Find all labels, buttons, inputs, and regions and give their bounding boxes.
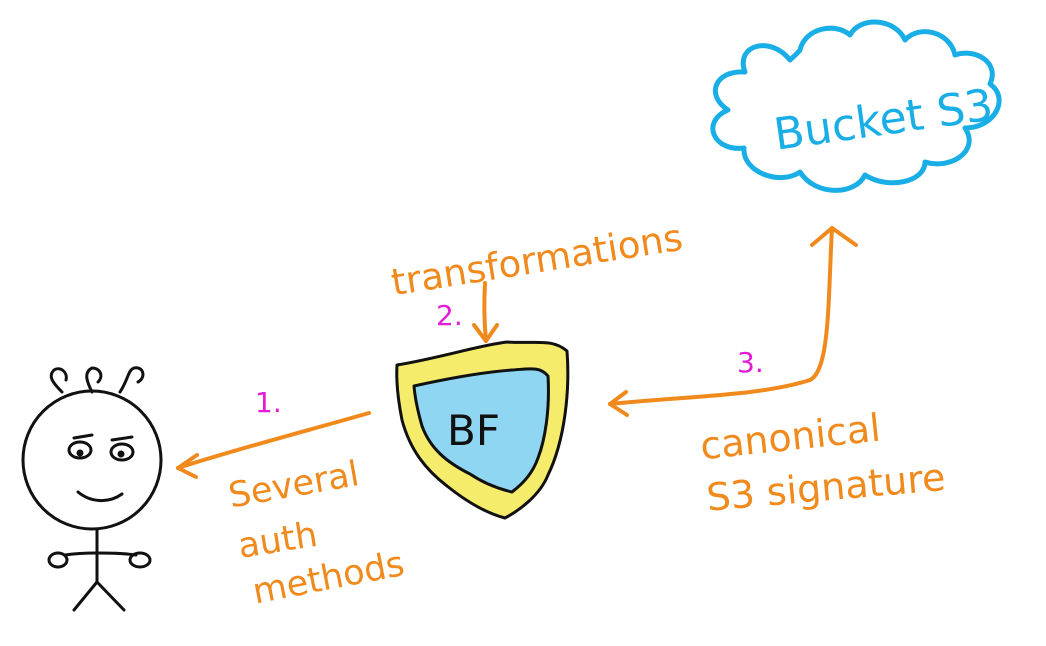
cloud-label: Bucket S3: [771, 80, 996, 161]
shield-icon: [395, 340, 570, 520]
stick-figure-user-icon: [21, 366, 163, 612]
step-3-number: 3.: [737, 346, 764, 379]
auth-label-line-2: auth: [235, 515, 320, 567]
transform-arrow-icon: [472, 281, 499, 343]
auth-label-line-1: Several: [226, 454, 363, 516]
step-1-number: 1.: [255, 386, 282, 419]
signature-label-line-1: canonical: [698, 406, 882, 469]
auth-arrow-icon: [176, 411, 371, 479]
head-icon: [21, 389, 163, 531]
cloud-icon: [710, 19, 1002, 193]
shield-label: BF: [447, 406, 500, 455]
signature-label-line-2: S3 signature: [705, 455, 947, 520]
transform-label: transformations: [388, 216, 685, 304]
step-2-number: 2.: [436, 299, 463, 332]
signature-arrow-icon: [608, 226, 858, 417]
